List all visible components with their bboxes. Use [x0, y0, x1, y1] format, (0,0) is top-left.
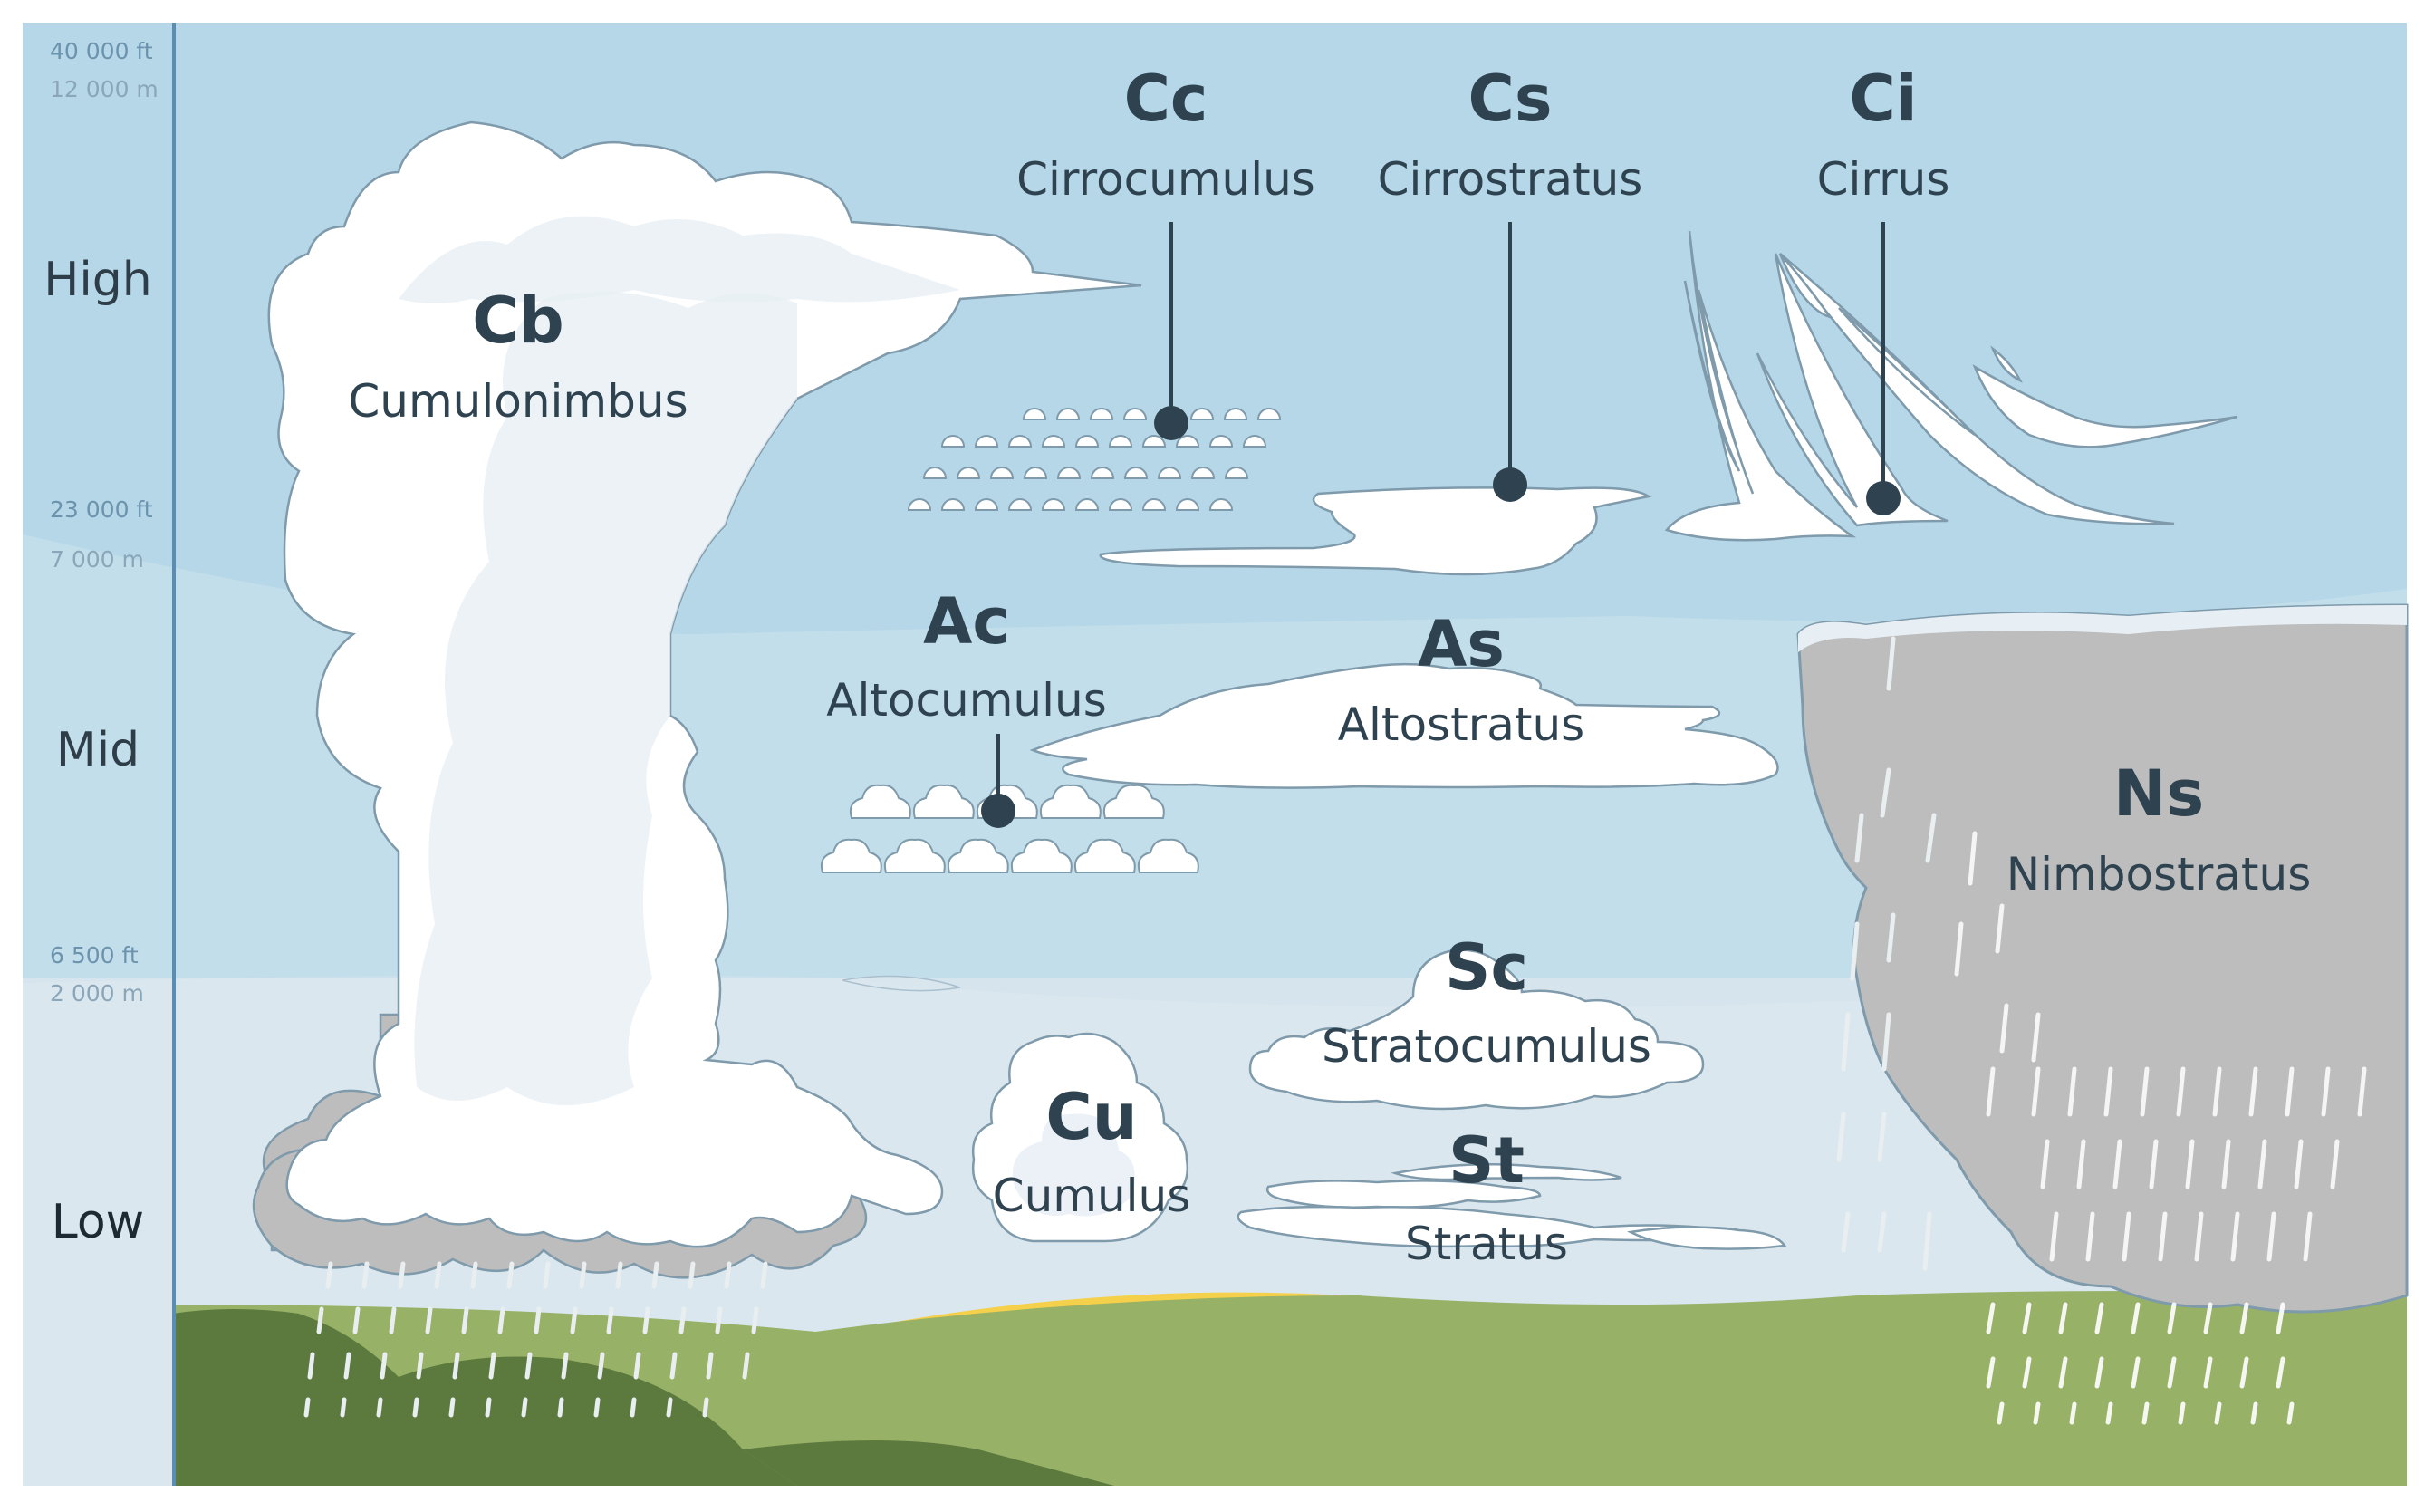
band-label-mid: Mid: [56, 723, 140, 777]
sky-low-haze: [23, 975, 2407, 1033]
cc-pointer-dot: [1154, 406, 1188, 440]
sc-code-label: Sc: [1445, 930, 1528, 1005]
st-code-label: St: [1448, 1123, 1525, 1198]
stratus-cloud: [1237, 1162, 1787, 1250]
cc-name-label: Cirrocumulus: [1016, 153, 1315, 206]
altitude-label-top-ft: 40 000 ft: [50, 38, 153, 64]
ac-name-label: Altocumulus: [826, 674, 1107, 727]
cs-code-label: Cs: [1468, 62, 1552, 136]
ac-pointer-dot: [981, 794, 1015, 828]
cu-code-label: Cu: [1045, 1080, 1137, 1154]
ns-code-label: Ns: [2113, 756, 2204, 831]
ci-name-label: Cirrus: [1817, 153, 1950, 206]
cu-name-label: Cumulus: [993, 1170, 1191, 1222]
hills-dark-2: [743, 1440, 1114, 1486]
nimbostratus-cloud: [1796, 603, 2409, 1314]
ac-code-label: Ac: [923, 584, 1010, 659]
cumulonimbus-rain: [303, 1261, 768, 1418]
cc-code-label: Cc: [1124, 62, 1208, 136]
cirrostratus-cloud: [1099, 486, 1652, 576]
cumulonimbus-cloud: [252, 120, 1142, 1279]
sc-name-label: Stratocumulus: [1322, 1020, 1651, 1073]
altitude-label-mid-m: 2 000 m: [50, 980, 144, 1006]
cirrocumulus-cloud: [907, 408, 1282, 511]
haze-streak: [842, 975, 961, 992]
cb-name-label: Cumulonimbus: [348, 375, 688, 428]
cs-pointer-dot: [1493, 467, 1527, 502]
altitude-label-top-m: 12 000 m: [50, 76, 159, 102]
altitude-label-high-m: 7 000 m: [50, 546, 144, 573]
cb-code-label: Cb: [472, 284, 563, 358]
altitude-label-mid-ft: 6 500 ft: [50, 942, 139, 968]
altitude-label-high-ft: 23 000 ft: [50, 496, 153, 523]
ci-code-label: Ci: [1849, 62, 1917, 136]
ns-name-label: Nimbostratus: [2006, 848, 2312, 900]
hills-dark: [172, 1309, 797, 1486]
cirrus-cloud: [1664, 230, 2238, 542]
stratocumulus-cloud: [1248, 949, 1705, 1111]
as-code-label: As: [1418, 607, 1505, 681]
as-name-label: Altostratus: [1338, 698, 1585, 751]
nimbostratus-rain: [1836, 636, 2367, 1425]
st-name-label: Stratus: [1405, 1218, 1568, 1270]
band-label-low: Low: [52, 1195, 144, 1249]
ci-pointer-dot: [1866, 481, 1901, 515]
cs-name-label: Cirrostratus: [1378, 153, 1643, 206]
band-label-high: High: [43, 253, 152, 307]
altostratus-cloud: [1029, 662, 1779, 789]
